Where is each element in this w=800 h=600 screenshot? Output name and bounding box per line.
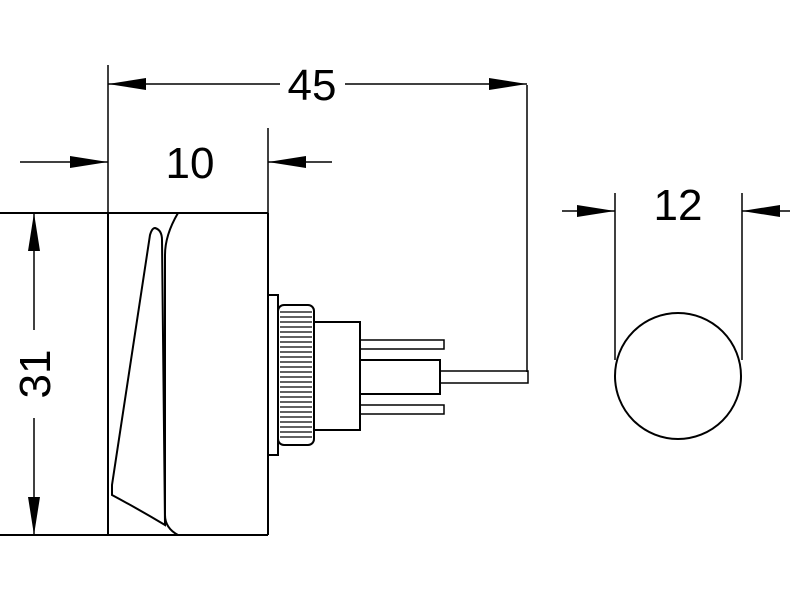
dimension-45: 45	[107, 61, 528, 372]
pin-long	[439, 370, 529, 384]
dimension-45-label: 45	[288, 61, 337, 110]
dimension-10-label: 10	[166, 139, 215, 188]
pin-bottom	[359, 404, 445, 415]
pin-top	[359, 339, 445, 350]
threaded-nut	[267, 294, 315, 456]
connector-block	[313, 321, 529, 431]
pin-middle-housing	[359, 359, 441, 395]
dimension-31: 31	[11, 213, 60, 535]
dimension-31-label: 31	[11, 350, 60, 399]
dimension-12: 12	[562, 181, 790, 360]
dimension-10: 10	[20, 128, 332, 213]
knob-front-view	[614, 312, 742, 440]
dimension-12-label: 12	[654, 181, 703, 230]
